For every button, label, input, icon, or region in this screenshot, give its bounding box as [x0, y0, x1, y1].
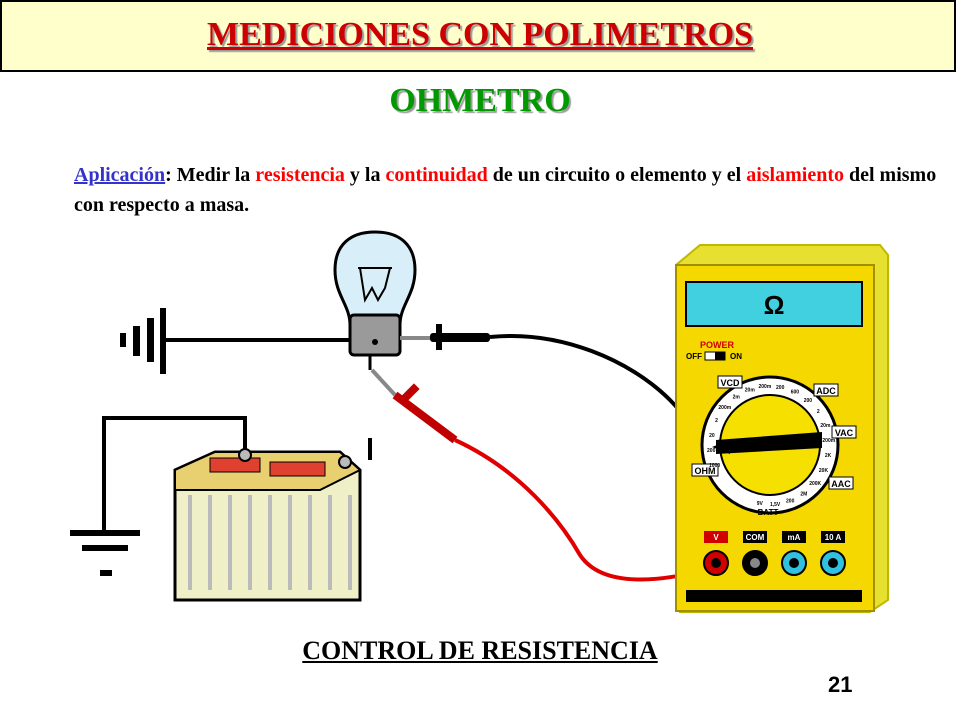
dial-tick-label: 200m	[759, 384, 772, 390]
red-probe	[370, 368, 715, 582]
dial-tick-label: 1000	[709, 463, 720, 469]
title-banner	[0, 0, 956, 72]
dial-tick-label: 20	[709, 433, 715, 439]
ground-symbol-bulb	[120, 308, 350, 374]
power-label: POWER	[700, 340, 735, 350]
diagram-caption: CONTROL DE RESISTENCIA	[0, 636, 960, 666]
aac-label: AAC	[831, 479, 851, 489]
batt-label: BATT	[758, 508, 779, 517]
dial-tick-label: 200m	[718, 405, 731, 411]
battery-icon	[173, 448, 362, 602]
vac-label: VAC	[835, 428, 854, 438]
port-v-label: V	[713, 533, 719, 542]
dial-tick-label: 600	[791, 390, 800, 396]
multimeter	[674, 244, 889, 613]
para-text-3: de un circuito o elemento y el	[487, 164, 747, 186]
para-text-4: del mismo con respecto a masa.	[74, 164, 937, 216]
dial-tick-label: 200m	[822, 438, 835, 444]
bulb-icon	[333, 230, 430, 370]
para-text-2: y la	[344, 164, 386, 186]
vcd-label: VCD	[720, 378, 740, 388]
dial-tick-label: 200	[786, 498, 795, 504]
page-number: 21	[828, 672, 853, 697]
dial-tick-label: 2m	[733, 395, 741, 401]
ohm-label: OHM	[695, 466, 716, 476]
keyword-aislamiento: aislamiento	[746, 164, 844, 186]
dial-tick-label: 20K	[819, 468, 829, 474]
para-text-1: : Medir la	[165, 164, 256, 186]
adc-label: ADC	[816, 386, 836, 396]
dial-tick-label: 20m	[745, 388, 756, 394]
keyword-resistencia: resistencia	[255, 164, 345, 186]
application-paragraph: Aplicación: Medir la resistencia y la co…	[74, 160, 944, 220]
dial-tick-label: 2K	[825, 453, 832, 459]
dial-tick-label: 200	[804, 398, 813, 404]
application-label: Aplicación	[74, 164, 166, 186]
ground-symbol-battery	[70, 416, 372, 576]
dial-tick-label: 200	[707, 448, 716, 454]
dial-tick-label: 9V	[757, 501, 764, 507]
dial-tick-label: 2M	[800, 491, 807, 497]
port-10a-label: 10 A	[825, 533, 842, 542]
caption-text: CONTROL DE RESISTENCIA	[302, 636, 658, 665]
keyword-continuidad: continuidad	[385, 164, 488, 186]
port-ma-label: mA	[788, 533, 801, 542]
port-com-label: COM	[746, 533, 765, 542]
dial-tick-label: 2	[817, 409, 820, 415]
section-subtitle: OHMETRO	[389, 82, 571, 119]
dial-tick-label: 200	[776, 385, 785, 391]
dial-tick-label: 20m	[820, 423, 831, 429]
meter-display-symbol: Ω	[764, 290, 785, 320]
on-label: ON	[730, 352, 742, 361]
dial-tick-label: 2	[715, 418, 718, 424]
dial-tick-label: 1,5V	[770, 502, 781, 508]
page-title: MEDICIONES CON POLIMETROS	[207, 16, 753, 53]
dial-tick-label: 200K	[809, 481, 821, 487]
off-label: OFF	[686, 352, 702, 361]
